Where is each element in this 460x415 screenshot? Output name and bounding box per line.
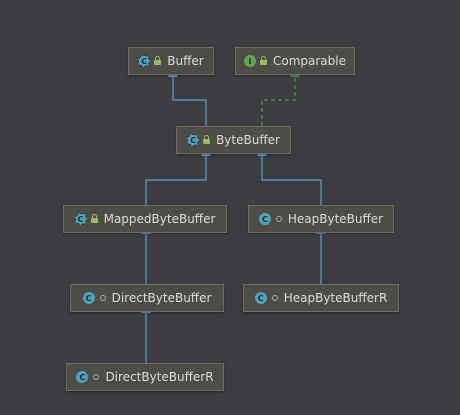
edge-bytebuffer-extends-buffer (168, 67, 207, 126)
edge-mappedbytebuffer-extends-bytebuffer (145, 146, 211, 205)
edge-bytebuffer-implements-comparable (261, 67, 300, 126)
class-node-buffer[interactable]: C Buffer (128, 47, 214, 75)
open-lock-icon (154, 56, 162, 65)
open-lock-icon (90, 214, 99, 223)
package-private-icon (92, 373, 100, 381)
abstract-class-icon: C (74, 213, 87, 225)
class-icon: C (258, 213, 271, 225)
package-private-icon (271, 294, 279, 302)
abstract-class-icon: C (187, 134, 200, 146)
class-node-mappedbytebuffer[interactable]: C MappedByteBuffer (63, 205, 227, 233)
class-name: Comparable (272, 54, 346, 68)
class-node-directbytebuffer[interactable]: C DirectByteBuffer (70, 284, 224, 312)
class-name: MappedByteBuffer (103, 212, 216, 226)
class-name: DirectByteBuffer (111, 291, 212, 305)
edge-heapbytebuffer-extends-bytebuffer (257, 146, 322, 205)
class-icon: C (76, 371, 89, 383)
class-node-bytebuffer[interactable]: C ByteBuffer (176, 126, 291, 154)
class-name: HeapByteBufferR (283, 291, 388, 305)
class-name: Buffer (167, 54, 204, 68)
open-lock-icon (203, 135, 211, 144)
class-node-directbytebufferr[interactable]: C DirectByteBufferR (66, 363, 224, 391)
interface-node-comparable[interactable]: I Comparable (235, 47, 355, 75)
package-private-icon (99, 294, 107, 302)
open-lock-icon (259, 56, 268, 65)
class-node-heapbytebufferr[interactable]: C HeapByteBufferR (243, 284, 399, 312)
class-name: ByteBuffer (216, 133, 280, 147)
class-icon: C (254, 292, 267, 304)
class-name: HeapByteBuffer (287, 212, 384, 226)
abstract-class-icon: C (138, 55, 151, 67)
class-node-heapbytebuffer[interactable]: C HeapByteBuffer (248, 205, 394, 233)
class-icon: C (82, 292, 95, 304)
class-name: DirectByteBufferR (105, 370, 214, 384)
interface-icon: I (243, 55, 256, 67)
package-private-icon (275, 215, 283, 223)
